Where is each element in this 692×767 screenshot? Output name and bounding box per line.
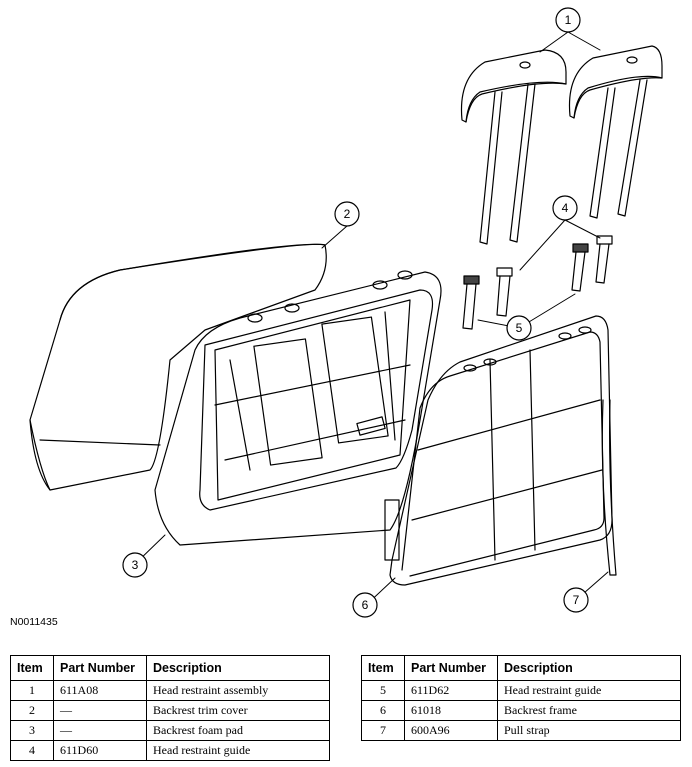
cell-part-number: 600A96 <box>404 720 498 741</box>
callout-7: 7 <box>563 587 589 613</box>
table-row: 5 611D62 Head restraint guide <box>361 680 681 701</box>
cell-description: Head restraint assembly <box>146 680 330 701</box>
table-row: 2 — Backrest trim cover <box>10 700 330 721</box>
callout-1: 1 <box>555 7 581 33</box>
cell-item: 3 <box>10 720 54 741</box>
svg-text:1: 1 <box>565 13 572 27</box>
svg-text:3: 3 <box>132 558 139 572</box>
cell-description: Backrest frame <box>497 700 681 721</box>
cell-part-number: — <box>53 720 147 741</box>
table-row: 4 611D60 Head restraint guide <box>10 740 330 761</box>
header-part-number: Part Number <box>53 655 147 681</box>
head-restraint-guides-item-5 <box>462 243 589 330</box>
header-item: Item <box>361 655 405 681</box>
callout-2: 2 <box>334 201 360 227</box>
svg-text:6: 6 <box>362 598 369 612</box>
backrest-foam-pad <box>154 270 442 546</box>
head-restraint-left <box>460 49 567 245</box>
head-restraint-guides-item-4 <box>496 235 613 317</box>
cell-item: 7 <box>361 720 405 741</box>
cell-part-number: 611A08 <box>53 680 147 701</box>
figure-id: N0011435 <box>10 616 58 628</box>
backrest-frame <box>384 315 613 586</box>
table-header-row: Item Part Number Description <box>10 655 330 681</box>
pull-strap <box>601 399 617 576</box>
header-description: Description <box>146 655 330 681</box>
cell-part-number: — <box>53 700 147 721</box>
svg-text:5: 5 <box>516 321 523 335</box>
backrest-trim-cover <box>29 243 327 491</box>
cell-item: 6 <box>361 700 405 721</box>
exploded-parts-diagram: 1 2 3 4 5 6 7 <box>29 7 663 618</box>
callout-4: 4 <box>552 195 578 221</box>
table-header-row: Item Part Number Description <box>361 655 681 681</box>
cell-description: Backrest foam pad <box>146 720 330 741</box>
head-restraint-right <box>568 45 663 219</box>
table-row: 1 611A08 Head restraint assembly <box>10 680 330 701</box>
cell-description: Head restraint guide <box>146 740 330 761</box>
cell-part-number: 611D60 <box>53 740 147 761</box>
header-item: Item <box>10 655 54 681</box>
callout-3: 3 <box>122 552 148 578</box>
leader-lines <box>134 31 609 607</box>
svg-text:4: 4 <box>562 201 569 215</box>
header-part-number: Part Number <box>404 655 498 681</box>
svg-text:7: 7 <box>573 593 580 607</box>
header-description: Description <box>497 655 681 681</box>
callout-6: 6 <box>352 592 378 618</box>
cell-item: 2 <box>10 700 54 721</box>
table-row: 7 600A96 Pull strap <box>361 720 681 741</box>
parts-table-right: Item Part Number Description 5 611D62 He… <box>361 655 681 741</box>
cell-part-number: 611D62 <box>404 680 498 701</box>
cell-part-number: 61018 <box>404 700 498 721</box>
cell-item: 5 <box>361 680 405 701</box>
table-row: 3 — Backrest foam pad <box>10 720 330 741</box>
cell-description: Pull strap <box>497 720 681 741</box>
cell-description: Backrest trim cover <box>146 700 330 721</box>
cell-item: 4 <box>10 740 54 761</box>
table-row: 6 61018 Backrest frame <box>361 700 681 721</box>
parts-table-left: Item Part Number Description 1 611A08 He… <box>10 655 330 761</box>
cell-item: 1 <box>10 680 54 701</box>
callout-5: 5 <box>506 315 532 341</box>
cell-description: Head restraint guide <box>497 680 681 701</box>
callouts: 1 2 3 4 5 6 7 <box>122 7 589 618</box>
svg-text:2: 2 <box>344 207 351 221</box>
